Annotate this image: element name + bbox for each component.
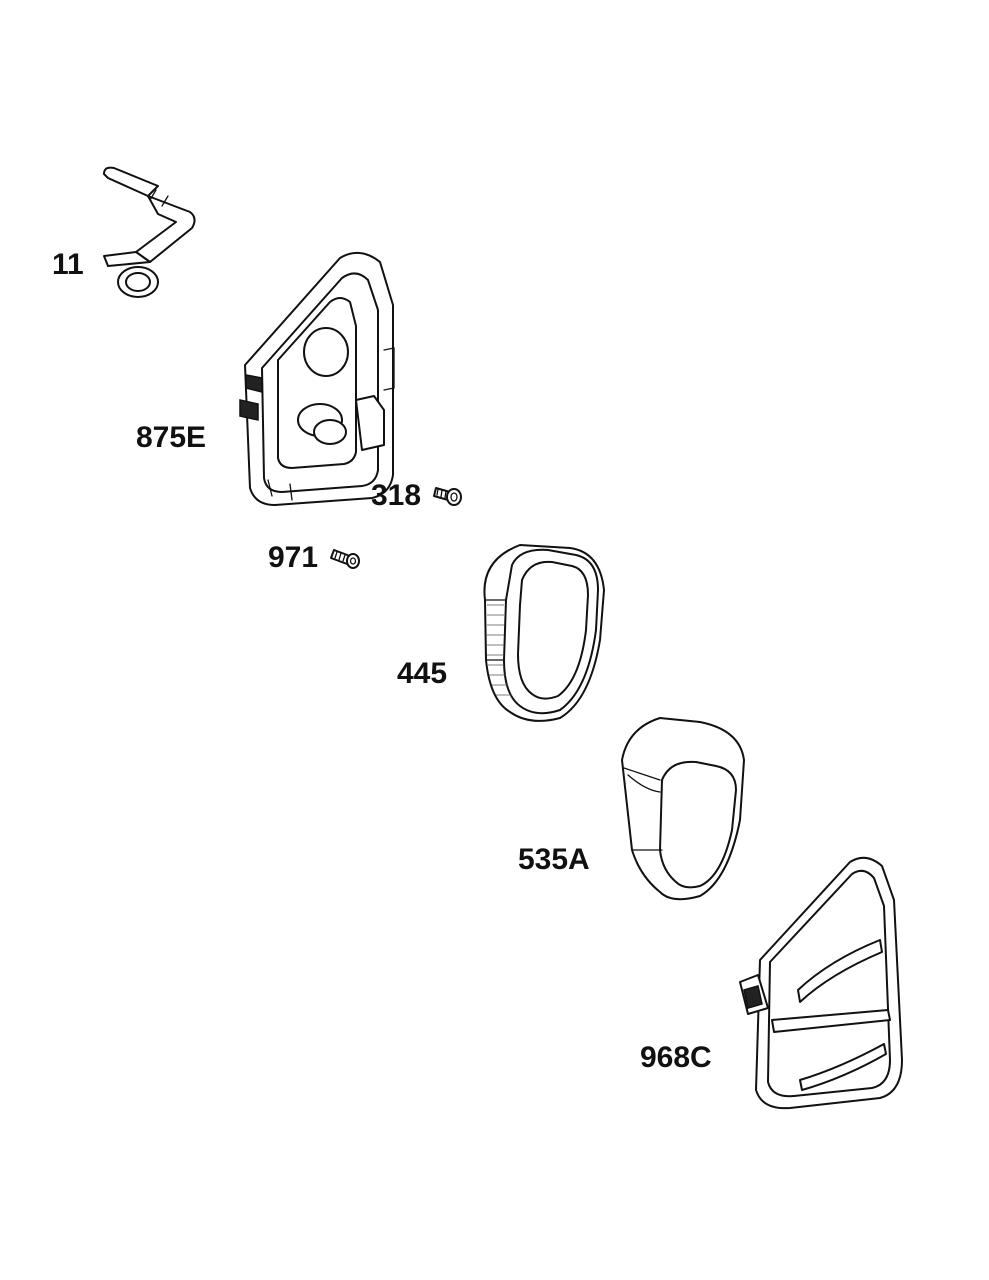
label-971: 971 (268, 541, 319, 574)
label-535a: 535A (518, 843, 590, 876)
air-cleaner-cover-drawing[interactable] (739, 856, 903, 1110)
label-875e: 875E (136, 421, 207, 454)
screw-318-drawing[interactable] (433, 487, 462, 506)
air-cleaner-base-drawing[interactable] (239, 251, 395, 506)
pre-cleaner-drawing[interactable] (621, 717, 745, 901)
label-318: 318 (371, 479, 422, 512)
breather-tube-drawing[interactable] (103, 166, 196, 298)
label-968c: 968C (640, 1041, 712, 1074)
label-11: 11 (52, 248, 84, 281)
screw-971-drawing[interactable] (330, 549, 360, 569)
label-445: 445 (397, 657, 448, 690)
air-filter-cartridge-drawing[interactable] (483, 544, 605, 722)
